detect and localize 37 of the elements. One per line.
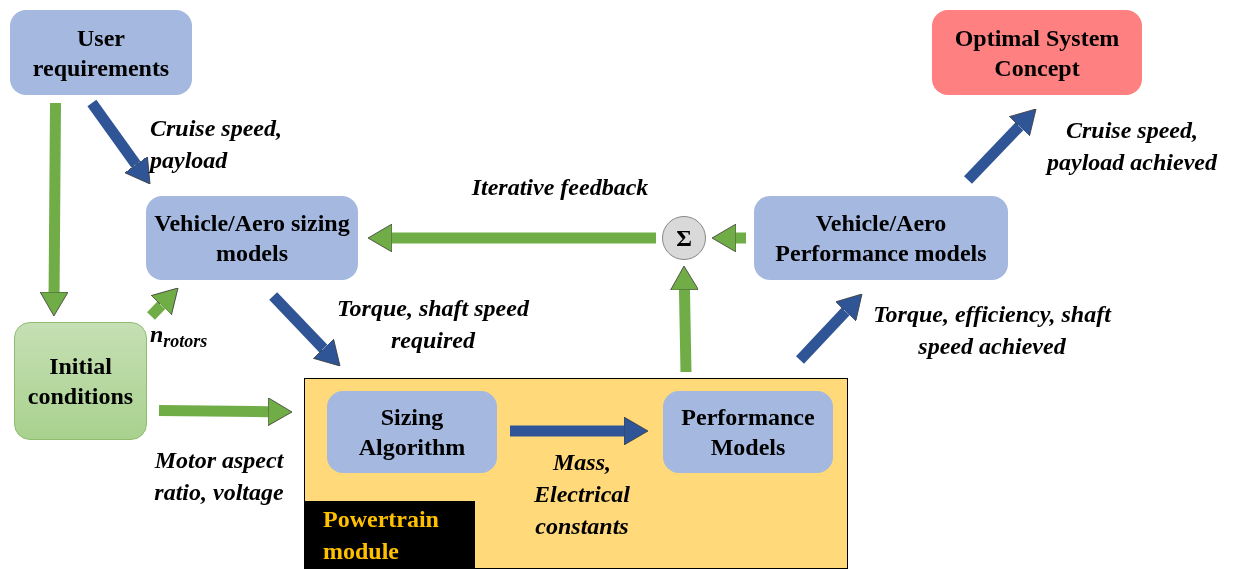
input-box <box>10 10 192 95</box>
block-arrow <box>147 287 179 320</box>
node-label: Vehicle/Aero Performance models <box>774 209 988 268</box>
edge-label: Cruise speed, payload <box>150 114 283 175</box>
node-label: Σ <box>675 224 693 253</box>
process-box <box>754 196 1008 280</box>
process-box <box>663 391 833 473</box>
block-arrow <box>964 108 1037 184</box>
edge-label: Cruise speed, payload achieved <box>1044 116 1219 177</box>
process-box <box>327 391 497 473</box>
block-arrow <box>87 99 151 185</box>
block-arrow <box>158 397 293 427</box>
node-label: Initial conditions <box>26 352 135 411</box>
condition-box <box>14 322 147 440</box>
edge-label: Torque, shaft speed required <box>336 294 531 355</box>
node-label: Performance Models <box>680 403 816 462</box>
process-box <box>146 196 358 280</box>
node-label: User requirements <box>31 23 171 83</box>
edge-label: Torque, efficiency, shaft speed achieved <box>872 300 1113 361</box>
block-arrow <box>510 416 649 446</box>
node-label: Sizing Algorithm <box>357 403 467 462</box>
block-arrow <box>711 223 746 253</box>
edge-label: Iterative feedback <box>470 173 650 202</box>
edge-label: Mass, Electrical constants <box>533 448 631 541</box>
module-title: Powertrain module <box>305 501 475 568</box>
block-arrow <box>670 265 699 373</box>
block-arrow <box>796 293 863 364</box>
output-box <box>932 10 1142 95</box>
edge-label: n$_{rotors}$ <box>150 320 209 350</box>
block-arrow <box>367 223 656 253</box>
node-label: Vehicle/Aero sizing models <box>153 209 351 268</box>
node-label: Optimal System Concept <box>953 23 1121 83</box>
edge-label: Motor aspect ratio, voltage <box>153 446 285 507</box>
summing-junction <box>662 216 706 260</box>
module-panel <box>304 378 848 569</box>
block-arrow <box>269 292 341 367</box>
block-arrow <box>39 102 69 317</box>
